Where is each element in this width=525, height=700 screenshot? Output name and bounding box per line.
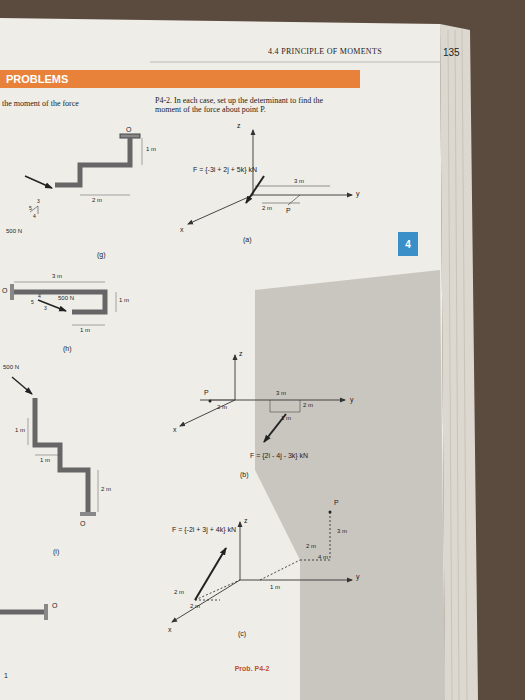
figure-label: O (80, 520, 85, 528)
figure-label: F = {2i - 4j - 3k} kN (250, 452, 308, 460)
figure-label: 2 m (262, 205, 272, 212)
figure-label: 2 m (217, 404, 227, 411)
figure-label: y (356, 190, 360, 198)
figure-label: 2 m (92, 197, 102, 204)
figure-label: 2 m (174, 589, 184, 596)
figure-label: P (204, 389, 209, 397)
figure-label: F = {-2i + 3j + 4k} kN (172, 526, 236, 534)
figure-label: 500 N (6, 228, 22, 235)
figure-label: x (168, 626, 172, 634)
figure-label: the moment of the force (2, 100, 79, 109)
figure-label: 4 (38, 294, 41, 300)
chapter-tab: 4 (398, 232, 418, 256)
figure-label: (g) (97, 251, 106, 259)
figure-label: 1 m (119, 297, 129, 304)
figure-label: 1 m (281, 415, 291, 422)
figure-label: 500 N (3, 364, 19, 371)
figure-label: 4 m (318, 554, 328, 561)
figure-label: 1 m (270, 584, 280, 591)
figure-label: P (334, 499, 339, 507)
figure-label: z (239, 350, 243, 358)
figure-label: 2 m (306, 543, 316, 550)
figure-label: y (356, 573, 360, 581)
figure-label: 5 (31, 300, 34, 306)
figure-label: 135 (443, 47, 460, 58)
figure-label: 1 (4, 672, 8, 680)
figure-label: z (237, 122, 241, 130)
figure-label: (a) (243, 236, 252, 244)
figure-label: 2 m (190, 603, 200, 610)
figure-label: O (52, 602, 57, 610)
figure-label: 1 m (80, 327, 90, 334)
figure-label: 4 (33, 214, 36, 220)
figure-label: 3 m (294, 178, 304, 185)
figure-label: 3 m (52, 273, 62, 280)
figure-label: 1 m (15, 427, 25, 434)
figure-label: 5 (29, 206, 32, 212)
figure-label: 4.4 PRINCIPLE OF MOMENTS (268, 48, 382, 57)
figure-label: y (350, 396, 354, 404)
figure-label: O (2, 287, 7, 295)
figure-label: 1 m (40, 457, 50, 464)
figure-label: z (244, 517, 248, 525)
figure-label: 500 N (58, 295, 74, 302)
section-band: PROBLEMS (0, 70, 360, 88)
figure-label: P4-2. In each case, set up the determina… (155, 97, 345, 115)
figure-label: (c) (238, 630, 246, 638)
node-text: 4 (405, 239, 411, 250)
figure-label: (h) (63, 345, 72, 353)
figure-label: 2 m (101, 486, 111, 493)
figure-label: 3 (44, 306, 47, 312)
figure-label: (b) (240, 471, 249, 479)
figure-label: 3 m (337, 528, 347, 535)
figure-label: O (126, 126, 131, 134)
figure-label: P (286, 207, 291, 215)
figure-label: 3 m (276, 390, 286, 397)
figure-label: 2 m (303, 402, 313, 409)
figure-caption: Prob. P4-2 (235, 665, 270, 673)
figure-label: x (173, 426, 177, 434)
figure-label: x (180, 226, 184, 234)
figure-label: F = {-3i + 2j + 5k} kN (193, 166, 257, 174)
node-text: PROBLEMS (6, 73, 68, 85)
figure-label: (i) (53, 548, 59, 556)
figure-label: 3 (37, 199, 40, 205)
figure-label: 1 m (146, 146, 156, 153)
